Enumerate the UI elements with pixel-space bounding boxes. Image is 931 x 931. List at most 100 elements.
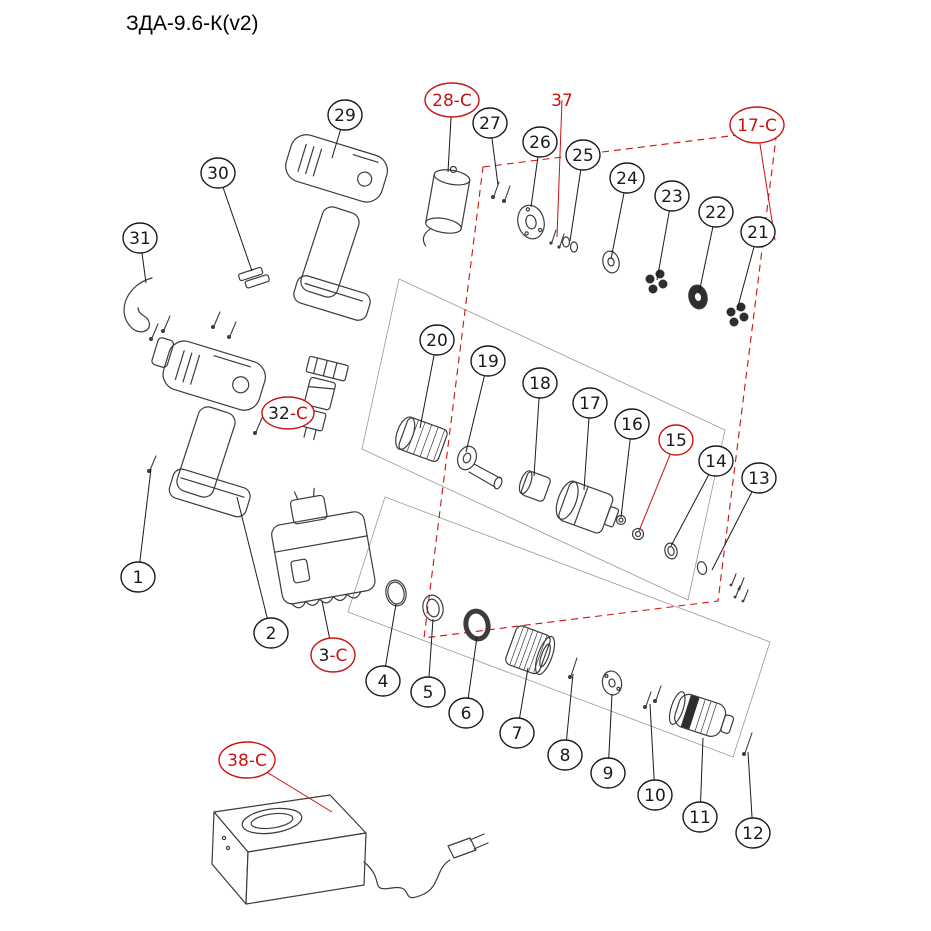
part-drill-body — [151, 337, 266, 518]
callout-16: 16 — [614, 408, 650, 440]
part-motor-plate — [517, 204, 545, 240]
callout-ring-7 — [499, 717, 535, 749]
assembly-group-outlines — [347, 129, 778, 758]
part-planet-gears-b — [726, 302, 749, 327]
callout-12: 12 — [735, 817, 771, 849]
callout-17: 17 — [572, 387, 608, 419]
callout-label-21: 21 — [747, 223, 769, 243]
part-steel-ring — [463, 608, 491, 642]
callout-label-17: 17 — [579, 394, 601, 414]
callout-label-10: 10 — [644, 786, 666, 806]
callout-label-4: 4 — [378, 672, 389, 692]
callout-1: 1 — [120, 561, 156, 593]
part-bit-clip — [238, 266, 270, 289]
callout-ring-3-C — [310, 637, 356, 673]
callout-label-31: 31 — [129, 229, 151, 249]
group-outline-chuck-row — [347, 496, 771, 758]
callout-label-13: 13 — [748, 469, 770, 489]
callout-3-C: 3-C — [310, 637, 356, 673]
callout-label-23: 23 — [661, 187, 683, 207]
callout-ring-31 — [122, 222, 158, 254]
callout-leader-2 — [236, 496, 272, 634]
callout-8: 8 — [547, 739, 583, 771]
callout-ring-30 — [200, 157, 236, 189]
part-retainer-ring — [631, 527, 645, 541]
callout-2: 2 — [253, 617, 289, 649]
callout-label-8: 8 — [560, 746, 571, 766]
callout-ring-15 — [658, 424, 694, 456]
callout-30: 30 — [200, 157, 236, 189]
callout-label-27: 27 — [479, 114, 501, 134]
callout-label-1: 1 — [133, 568, 144, 588]
callout-21: 21 — [740, 216, 776, 248]
callout-ring-17-C — [729, 106, 785, 144]
callout-label-25: 25 — [572, 146, 594, 166]
callout-label-26: 26 — [529, 133, 551, 153]
part-planet-gears-a — [645, 269, 668, 294]
callout-ring-4 — [365, 665, 401, 697]
group-outline-gear-train — [361, 278, 726, 601]
callout-label-6: 6 — [461, 704, 472, 724]
callout-5: 5 — [410, 676, 446, 708]
callout-bubbles: 123-C45678910111213141516171819202122232… — [120, 82, 785, 849]
callout-22: 22 — [698, 196, 734, 228]
screw-fasteners — [147, 181, 753, 756]
callout-label-2: 2 — [266, 624, 277, 644]
part-o-ring — [385, 579, 407, 607]
callout-ring-26 — [522, 126, 558, 158]
callout-label-15: 15 — [665, 431, 687, 451]
callout-4: 4 — [365, 665, 401, 697]
callout-leader-30 — [217, 172, 253, 272]
callout-ring-22 — [698, 196, 734, 228]
part-ring-gear — [395, 416, 448, 463]
callout-31: 31 — [122, 222, 158, 254]
part-washer-13 — [696, 560, 708, 576]
callout-label-30: 30 — [207, 164, 229, 184]
callout-37: 37 — [551, 91, 573, 111]
callout-24: 24 — [609, 162, 645, 194]
callout-ring-20 — [419, 324, 455, 356]
callout-ring-28-C — [424, 82, 480, 118]
callout-26: 26 — [522, 126, 558, 158]
callout-ring-17 — [572, 387, 608, 419]
part-clutch-collar — [505, 625, 556, 676]
callout-17-C: 17-C — [729, 106, 785, 144]
callout-25: 25 — [565, 139, 601, 171]
callout-label-32-C: 32-C — [268, 404, 308, 424]
callout-label-3-C: 3-C — [319, 646, 348, 666]
callout-ring-19 — [470, 345, 506, 377]
callout-ring-18 — [522, 367, 558, 399]
callout-label-9: 9 — [603, 764, 614, 784]
callout-ring-14 — [698, 445, 734, 477]
callout-28-C: 28-C — [424, 82, 480, 118]
callout-ring-29 — [327, 99, 363, 131]
callout-label-12: 12 — [742, 824, 764, 844]
callout-label-11: 11 — [689, 808, 711, 828]
part-washer-24 — [602, 250, 620, 274]
callout-ring-9 — [590, 757, 626, 789]
callout-27: 27 — [472, 107, 508, 139]
callout-15: 15 — [658, 424, 694, 456]
callout-label-19: 19 — [477, 352, 499, 372]
callout-label-18: 18 — [529, 374, 551, 394]
callout-label-5: 5 — [423, 683, 434, 703]
part-washers-25 — [561, 236, 579, 253]
callout-11: 11 — [682, 801, 718, 833]
callout-leader-1 — [137, 468, 152, 578]
parts-line-art — [123, 134, 753, 905]
callout-ring-24 — [609, 162, 645, 194]
callout-ring-10 — [637, 779, 673, 811]
callout-label-20: 20 — [426, 331, 448, 351]
callout-23: 23 — [654, 180, 690, 212]
callout-ring-32-C — [261, 396, 315, 430]
part-bearing-ring — [422, 594, 444, 622]
callout-label-17-C: 17-C — [737, 116, 777, 136]
callout-ring-12 — [735, 817, 771, 849]
part-charger — [211, 794, 489, 905]
callout-label-29: 29 — [334, 106, 356, 126]
callout-ring-38-C — [218, 741, 276, 779]
part-input-shaft — [456, 445, 503, 490]
callout-label-14: 14 — [705, 452, 727, 472]
callout-ring-23 — [654, 180, 690, 212]
